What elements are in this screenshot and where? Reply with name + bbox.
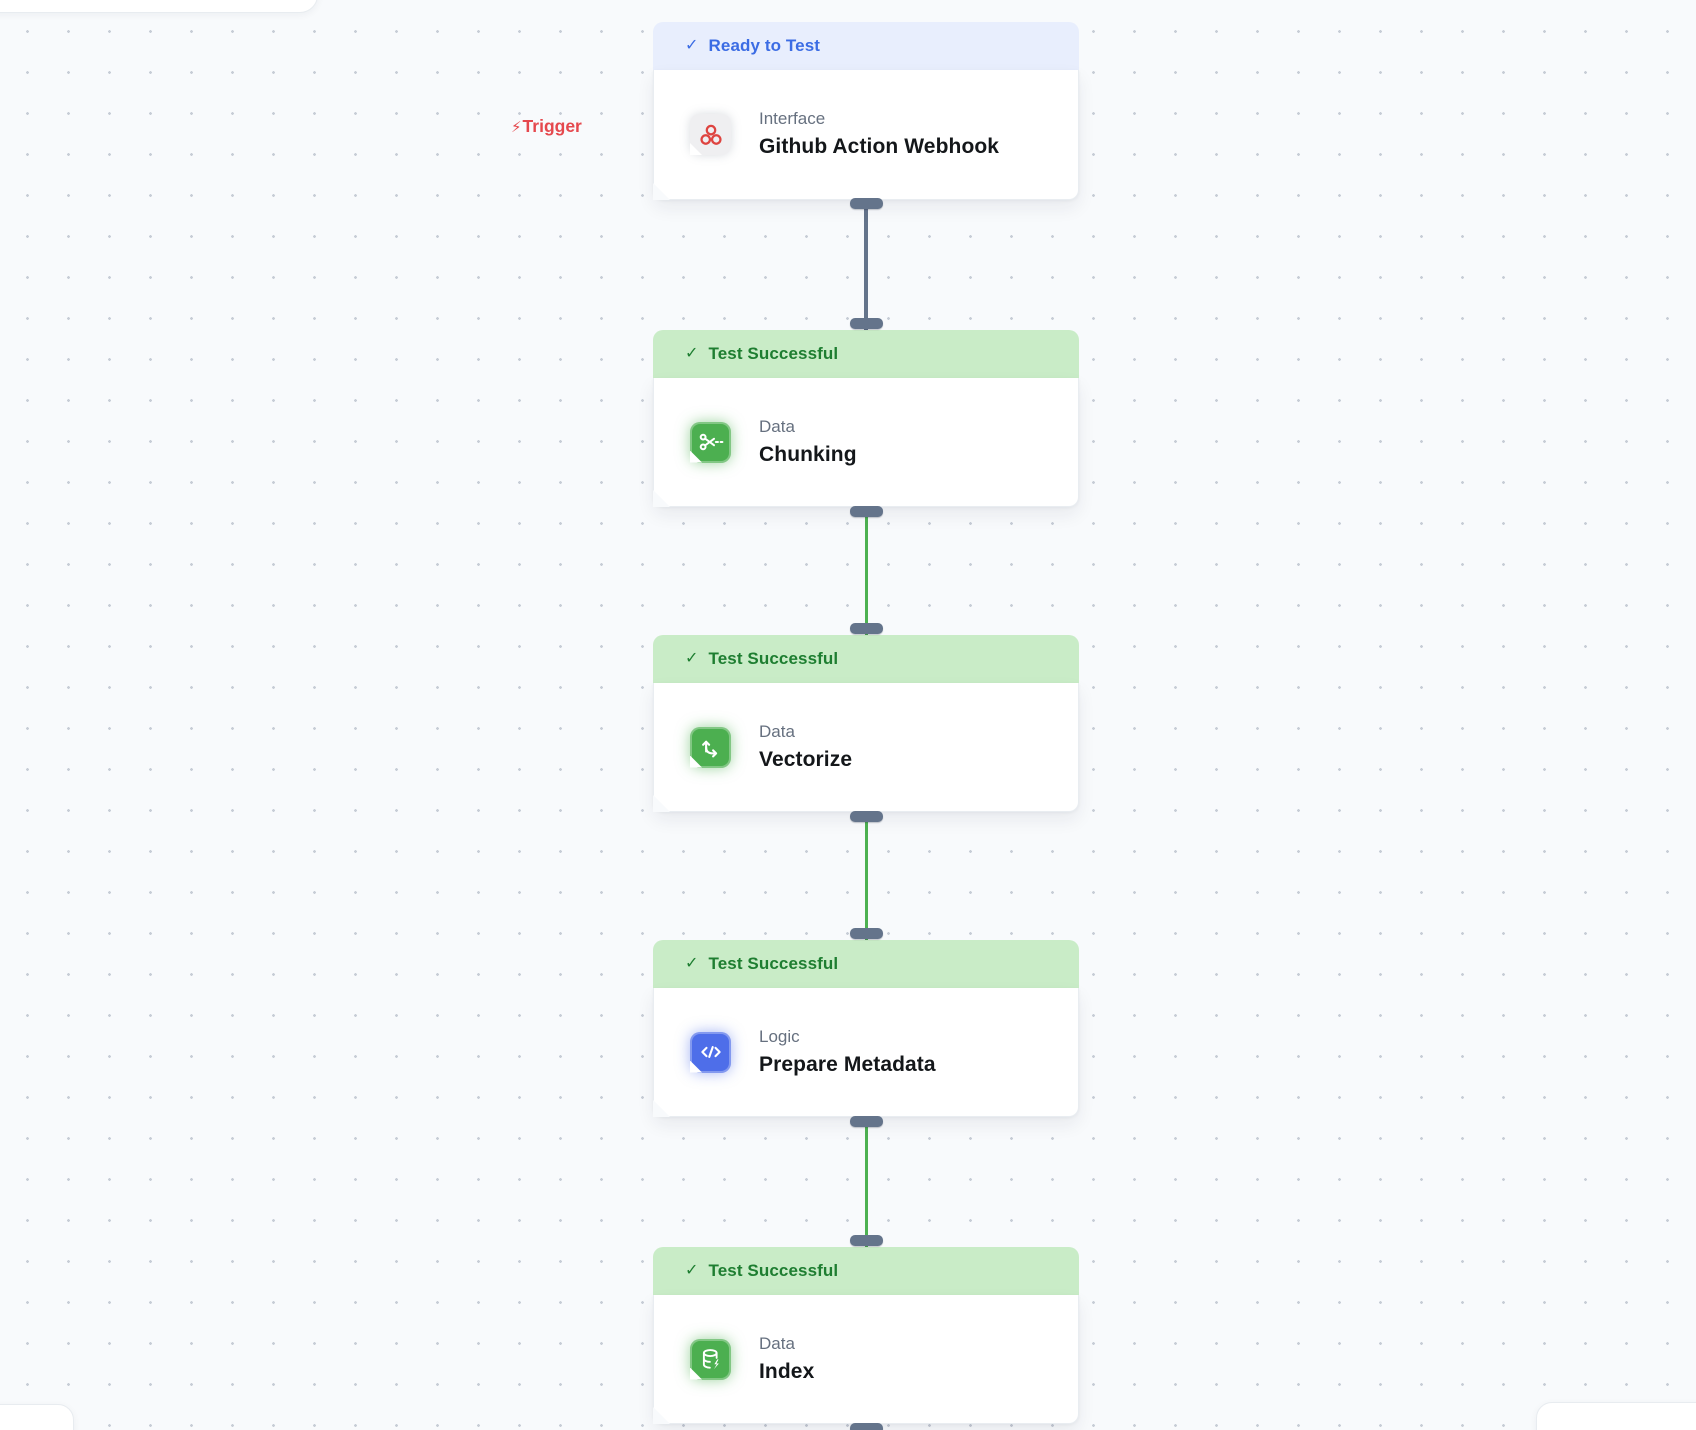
route-arrows-glyph xyxy=(701,740,717,758)
node-body: Logic Prepare Metadata xyxy=(653,988,1079,1117)
node-status-label: Test Successful xyxy=(708,344,839,363)
connector-webhook-to-chunking[interactable] xyxy=(864,195,868,335)
node-body: Interface Github Action Webhook xyxy=(653,70,1079,200)
connector-vectorize-to-metadata[interactable] xyxy=(865,805,868,945)
node-body: Data Vectorize xyxy=(653,683,1079,812)
node-status-header: ✓ Test Successful xyxy=(653,635,1079,698)
check-icon: ✓ xyxy=(685,955,699,972)
code-icon xyxy=(690,1031,731,1073)
route-arrows-icon xyxy=(690,726,731,768)
connection-handle[interactable] xyxy=(850,623,883,634)
node-github-action-webhook[interactable]: ✓ Ready to Test Interface Github Action … xyxy=(653,22,1079,200)
node-title: Vectorize xyxy=(759,747,853,771)
connection-handle[interactable] xyxy=(850,928,883,939)
connection-handle[interactable] xyxy=(850,506,883,517)
node-title: Github Action Webhook xyxy=(759,135,1000,158)
node-category: Data xyxy=(759,721,795,741)
node-status-header: ✓ Test Successful xyxy=(653,1247,1079,1310)
scissors-glyph xyxy=(699,433,723,451)
top-toolbar-edge xyxy=(0,0,318,13)
bottom-left-panel-edge xyxy=(0,1404,74,1430)
connection-handle[interactable] xyxy=(850,1423,883,1430)
connection-handle[interactable] xyxy=(850,1235,883,1246)
bottom-right-panel-edge xyxy=(1536,1402,1696,1430)
connection-handle[interactable] xyxy=(850,198,883,209)
trigger-text: Trigger xyxy=(522,116,582,136)
node-category: Interface xyxy=(759,109,826,128)
check-icon: ✓ xyxy=(685,37,699,54)
node-status-label: Test Successful xyxy=(708,649,839,668)
database-lightning-icon xyxy=(690,1338,731,1380)
node-index[interactable]: ✓ Test Successful Data Index xyxy=(653,1247,1079,1424)
node-prepare-metadata[interactable]: ✓ Test Successful Logic Prepare Metadata xyxy=(653,940,1079,1117)
lightning-bolt-icon: ⚡ xyxy=(511,118,522,136)
node-status-header: ✓ Test Successful xyxy=(653,940,1079,1003)
check-icon: ✓ xyxy=(685,650,699,667)
connection-handle[interactable] xyxy=(850,811,883,822)
connection-handle[interactable] xyxy=(850,1116,883,1127)
check-icon: ✓ xyxy=(685,1262,699,1279)
node-status-header: ✓ Ready to Test xyxy=(653,22,1079,85)
scissors-icon xyxy=(690,421,731,463)
node-category: Data xyxy=(759,1333,795,1353)
node-status-label: Ready to Test xyxy=(708,36,821,55)
connector-metadata-to-index[interactable] xyxy=(865,1110,868,1252)
node-status-header: ✓ Test Successful xyxy=(653,330,1079,393)
trigger-label: ⚡Trigger xyxy=(511,116,582,137)
check-icon: ✓ xyxy=(685,345,699,362)
node-chunking[interactable]: ✓ Test Successful Dat xyxy=(653,330,1079,507)
connector-chunking-to-vectorize[interactable] xyxy=(865,500,868,640)
connection-handle[interactable] xyxy=(850,318,883,329)
node-category: Logic xyxy=(759,1026,800,1046)
node-vectorize[interactable]: ✓ Test Successful Data Vectorize xyxy=(653,635,1079,812)
database-lightning-glyph xyxy=(702,1349,719,1370)
node-title: Prepare Metadata xyxy=(759,1052,936,1076)
code-glyph xyxy=(700,1046,721,1058)
webhook-icon xyxy=(690,114,731,155)
node-title: Index xyxy=(759,1359,815,1383)
node-body: Data Index xyxy=(653,1295,1079,1424)
node-body: Data Chunking xyxy=(653,378,1079,507)
node-category: Data xyxy=(759,416,795,436)
node-title: Chunking xyxy=(759,442,857,466)
webhook-glyph xyxy=(699,124,722,145)
node-status-label: Test Successful xyxy=(708,954,839,973)
node-status-label: Test Successful xyxy=(708,1261,839,1280)
